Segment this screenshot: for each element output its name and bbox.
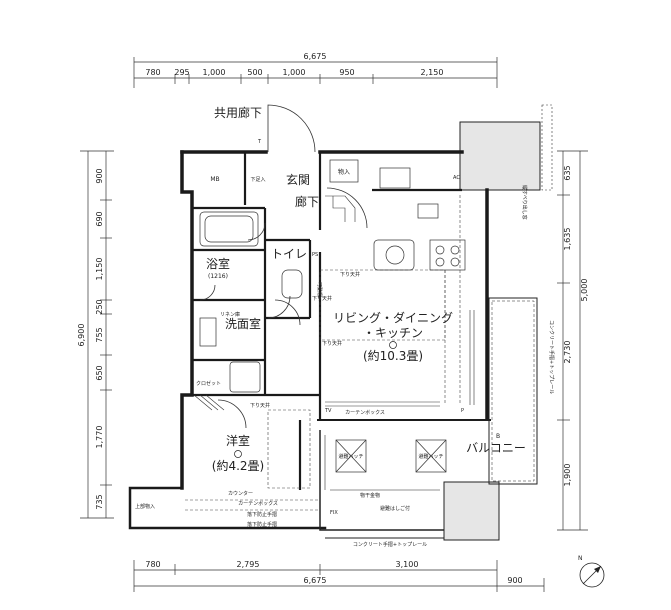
hatch-note-label: 避難はしご付 [380, 505, 410, 512]
fall-rail-label-1: 落下防止手摺 [247, 511, 277, 518]
linen-label: リネン庫 [220, 311, 240, 318]
right-dim-4: 1,900 [563, 464, 572, 487]
right-dim-1: 635 [563, 165, 572, 180]
lowered-ceiling-label-4: 下り天井 [250, 402, 270, 409]
movable-shelf-label: 可動棚 [316, 282, 323, 297]
right-total-dim: 5,000 [580, 279, 589, 302]
compass-icon [579, 562, 605, 588]
ldk-label-2: ・キッチン [363, 326, 423, 340]
lowered-ceiling-label-1: 下り天井 [340, 271, 360, 278]
lowered-ceiling-label-3: 下り天井 [322, 340, 342, 347]
entrance-label: 玄関 [286, 172, 310, 187]
hatch-label-2: 避難ハッチ [418, 453, 443, 460]
left-dimension-lines [80, 150, 114, 519]
left-dim-7: 1,770 [95, 426, 104, 449]
balcony-outline [319, 297, 538, 539]
compass-label: N [578, 555, 583, 562]
bottom-dim-1: 780 [145, 560, 160, 569]
left-dim-1: 900 [95, 168, 104, 183]
left-dim-3: 1,150 [95, 258, 104, 281]
bottom-dim-2: 2,795 [237, 560, 260, 569]
washroom-label: 洗面室 [225, 316, 261, 331]
balcony-label: バルコニー [466, 441, 526, 455]
mb-label: MB [210, 176, 219, 183]
right-dim-2: 1,635 [563, 228, 572, 251]
bottom-total-dim: 6,675 [304, 576, 327, 585]
curtain-box-label-1: カーテンボックス [345, 409, 385, 416]
left-dim-6: 650 [95, 365, 104, 380]
bath-size-label: (1216) [208, 273, 228, 280]
top-dim-4: 500 [247, 68, 262, 77]
clothes-rail-label: 物干金物 [360, 492, 380, 499]
fall-rail-label-2: 落下防止手摺 [247, 521, 277, 528]
right-dimension-lines [557, 150, 588, 531]
lowered-ceiling-lines [185, 195, 461, 511]
upper-storage-label: 上部物入 [135, 503, 155, 510]
bottom-balcony-dim: 900 [507, 576, 522, 585]
closet-label: クロゼット [196, 380, 221, 387]
fixtures [199, 159, 466, 393]
ps-label: PS [312, 252, 318, 258]
ac-label: AC [453, 175, 460, 181]
tv-label: TV [324, 408, 332, 414]
left-dim-4: 250 [95, 299, 104, 314]
corridor-label: 共用廊下 [214, 105, 262, 120]
balcony-sliding-doors [324, 310, 475, 490]
bath-label: 浴室 [206, 256, 230, 271]
bottom-dim-3: 3,100 [396, 560, 419, 569]
top-dim-1: 780 [145, 68, 160, 77]
fix-label: FIX [330, 510, 338, 516]
tel-label: T [257, 139, 262, 145]
bottom-dimension-lines [133, 560, 545, 592]
railing-right-label: コンクリート手摺+トップレール [548, 320, 555, 394]
railing-bottom-label: コンクリート手摺+トップレール [353, 541, 427, 548]
adjacent-structures [443, 104, 553, 541]
ldk-label-1: リビング・ダイニング [333, 310, 453, 325]
ldk-light-icon [389, 341, 397, 349]
entrance-steps [325, 195, 356, 222]
hatch-label-1: 避難ハッチ [338, 453, 363, 460]
curtain-box-label-2: カーテンボックス [238, 500, 278, 507]
toilet-label: トイレ [271, 247, 307, 261]
hatch-boxes [335, 439, 447, 473]
top-dim-3: 1,000 [203, 68, 226, 77]
top-dimension-lines [133, 57, 498, 88]
window-right-label: 縦すべり出し窓 [521, 185, 528, 220]
closet-lines [193, 394, 225, 411]
right-dim-3: 2,730 [563, 341, 572, 364]
left-dim-2: 690 [95, 211, 104, 226]
b-label: B [496, 433, 500, 440]
western-light-icon [234, 450, 242, 458]
shoe-storage-label: 下足入 [250, 177, 265, 183]
western-room-size-label: (約4.2畳) [212, 458, 264, 473]
left-dim-8: 735 [95, 494, 104, 509]
storage-label: 物入 [338, 168, 350, 176]
hallway-label: 廊下 [295, 194, 319, 209]
p-label: P [461, 408, 464, 414]
door-swings [199, 104, 368, 429]
lowered-ceiling-label-2: 下り天井 [312, 295, 332, 302]
top-total-dim: 6,675 [304, 52, 327, 61]
top-dim-6: 950 [339, 68, 354, 77]
top-dim-5: 1,000 [283, 68, 306, 77]
left-dim-5: 755 [95, 327, 104, 342]
counter-label: カウンター [228, 490, 253, 497]
western-room-label: 洋室 [226, 433, 250, 448]
left-total-dim: 6,900 [77, 324, 86, 347]
ldk-size-label: (約10.3畳) [363, 348, 423, 363]
top-dim-2: 295 [174, 68, 189, 77]
top-dim-7: 2,150 [421, 68, 444, 77]
